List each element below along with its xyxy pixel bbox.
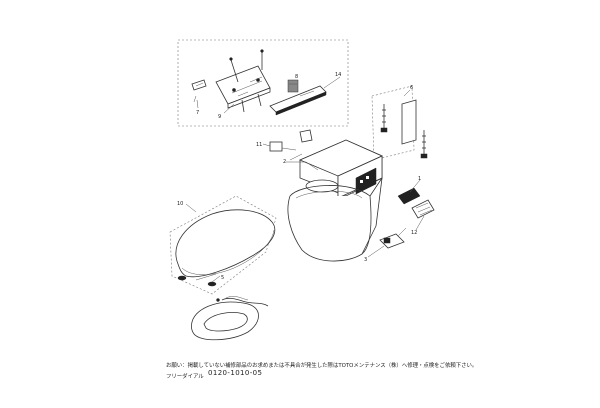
side-parts	[379, 187, 435, 249]
callout-8: 8	[295, 74, 298, 80]
wall-bracket	[401, 99, 417, 145]
callout-6: 6	[410, 85, 413, 91]
seat-opening	[203, 312, 248, 332]
callout-10: 10	[177, 201, 183, 207]
mount-dashed-frame	[371, 85, 415, 161]
part-1-cover	[397, 187, 421, 205]
lid-foot	[207, 281, 217, 287]
callout-1: 1	[418, 176, 421, 182]
part-3-bracket	[379, 233, 405, 249]
remote-control-side	[275, 91, 327, 116]
lid-dashed-frame	[169, 195, 277, 295]
callout-numbers: 7 9 8 14 6 11 2 1 12 3 10 5	[177, 72, 421, 281]
toilet-bowl	[287, 195, 372, 262]
part-10-seat-lid	[175, 209, 276, 278]
seat-cable	[221, 297, 269, 307]
inset-dashed-frame	[177, 39, 349, 127]
leader-lines	[185, 76, 425, 283]
callout-2: 2	[283, 159, 286, 165]
seat-ring-assembly	[191, 296, 269, 341]
footer-phone-number: 0120-1010-05	[208, 369, 263, 377]
callout-12: 12	[411, 230, 417, 236]
callout-9: 9	[218, 114, 221, 120]
part-11-plate	[269, 141, 283, 152]
callout-7: 7	[196, 110, 199, 116]
remote-bracket-edge	[227, 87, 271, 109]
callout-5: 5	[221, 275, 224, 281]
screw	[230, 59, 239, 83]
bracket-screw-hole	[232, 88, 236, 92]
part-8-battery	[287, 79, 299, 93]
footer-note: お願い：掲載していない補修部品のお求めまたは不具合が発生した際はTOTOメンテナ…	[166, 363, 478, 369]
lid-foot	[177, 275, 187, 281]
screw	[257, 93, 262, 107]
toilet-body-assembly	[287, 139, 383, 262]
callout-3: 3	[364, 257, 367, 263]
part-12-filter	[411, 199, 435, 219]
part-2-clip	[299, 129, 313, 143]
seat-lid-assembly	[169, 195, 277, 295]
small-plates	[269, 129, 319, 171]
footer-freedial-label: フリーダイアル	[166, 374, 204, 380]
callout-14: 14	[335, 72, 341, 78]
screw	[241, 99, 245, 113]
callout-11: 11	[256, 142, 262, 148]
wall-mount-set	[371, 85, 428, 161]
part-7-piece	[191, 79, 207, 91]
remote-control-inset	[177, 39, 349, 127]
